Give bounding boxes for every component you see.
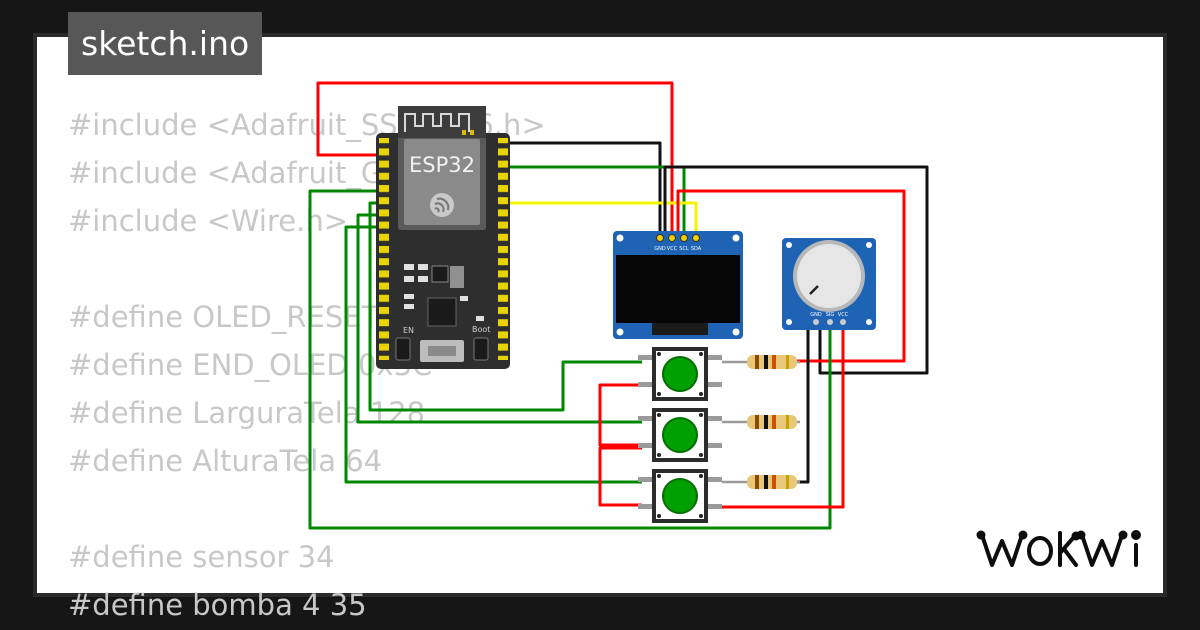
pot-pin-vcc[interactable] [840,319,846,325]
oled-pin-sda[interactable] [692,234,700,242]
code-background: #include <Adafruit_SSD1306.h>#include <A… [68,101,546,629]
button-cap[interactable] [662,356,698,392]
oled-screen [616,255,740,323]
pot-pin-label-vcc: VCC [838,312,849,318]
wire-red-button-link-2[interactable] [598,446,642,507]
wire-green-pot-sig[interactable] [308,189,832,530]
pot-pin-gnd[interactable] [813,319,819,325]
esp32-board[interactable]: ESP32 [376,106,510,369]
wire-black-resistor-gnd[interactable] [797,320,810,484]
pot-pin-sig[interactable] [827,319,833,325]
oled-display[interactable]: GND VCC SCL SDA [613,231,743,339]
button-cap[interactable] [662,478,698,514]
pot-pin-label-sig: SIG [826,312,835,318]
resistor-3[interactable] [722,475,800,489]
wire-yellow-oled-sda[interactable] [502,201,698,240]
oled-pin-label-gnd: GND [654,246,666,252]
code-line: #define LarguraTela 128 [68,396,426,430]
pot-knob[interactable] [797,244,861,308]
code-line: #define sensor 34 [68,540,335,574]
potentiometer[interactable]: GND SIG VCC [782,238,876,330]
wires [308,81,929,530]
wire-red-button-3-vcc[interactable] [712,320,845,509]
wire-green-button-3[interactable] [344,225,642,484]
espressif-logo [430,193,454,217]
wire-black-gnd-bus[interactable] [663,165,929,375]
boot-label: Boot [472,325,490,334]
board-components [395,264,489,362]
file-tab[interactable]: sketch.ino [68,12,263,75]
pushbutton-2[interactable] [638,408,722,462]
left-header-pins [379,138,389,360]
wire-red-vcc-bus[interactable] [676,189,906,363]
code-line: #define bomba 4 35 [68,588,367,622]
oled-pin-gnd[interactable] [656,234,664,242]
esp32-chip-label: ESP32 [409,153,475,177]
code-line: #include <Wire.h> [68,204,349,238]
oled-pin-label-vcc: VCC [667,246,678,252]
oled-pin-label-sda: SDA [691,246,702,252]
wire-red-button-link-1[interactable] [598,383,642,447]
pot-knob-indicator [809,285,819,295]
resistor-1[interactable] [722,355,800,369]
wifi-module: ESP32 [398,106,486,230]
oled-pin-scl[interactable] [680,234,688,242]
wire-green-button-2[interactable] [356,213,642,424]
wokwi-logo [976,530,1141,567]
circuit-diagram: ESP32 [308,81,929,530]
wire-red-oled-vcc[interactable] [316,81,674,240]
pushbutton-3[interactable] [638,469,722,523]
code-line: #define AlturaTela 64 [68,444,383,478]
right-header-pins [498,138,508,360]
preview-canvas: #include <Adafruit_SSD1306.h>#include <A… [37,37,1163,622]
oled-pin-vcc[interactable] [668,234,676,242]
pot-pin-label-gnd: GND [810,312,822,318]
pushbutton-1[interactable] [638,347,722,401]
oled-pin-label-scl: SCL [679,246,689,252]
button-cap[interactable] [662,417,698,453]
wire-black-oled-gnd[interactable] [502,141,662,240]
resistor-2[interactable] [722,415,800,429]
wire-green-button-1[interactable] [368,201,642,412]
en-label: EN [403,326,414,335]
